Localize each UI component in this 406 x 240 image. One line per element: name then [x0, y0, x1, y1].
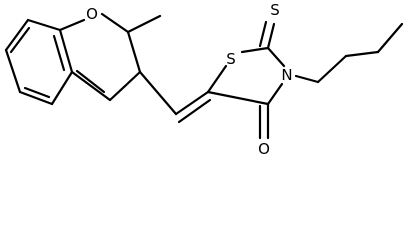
chemical-structure: O S S N O	[4, 1, 404, 158]
pyran-ring	[58, 12, 142, 102]
thiazolidinone-ring	[206, 46, 286, 106]
benzene-ring	[4, 18, 74, 106]
thione-sulfur-label: S	[270, 1, 280, 19]
carbonyl-double-bond	[258, 102, 270, 140]
butyl-chain	[294, 22, 404, 84]
ring-oxygen-label: O	[86, 5, 98, 23]
ring-sulfur-label: S	[226, 50, 236, 68]
methyl-bond	[126, 14, 162, 34]
ring-nitrogen-label: N	[281, 66, 292, 84]
thione-double-bond	[258, 20, 276, 50]
exocyclic-double-bond	[138, 70, 212, 124]
carbonyl-oxygen-label: O	[258, 140, 270, 158]
